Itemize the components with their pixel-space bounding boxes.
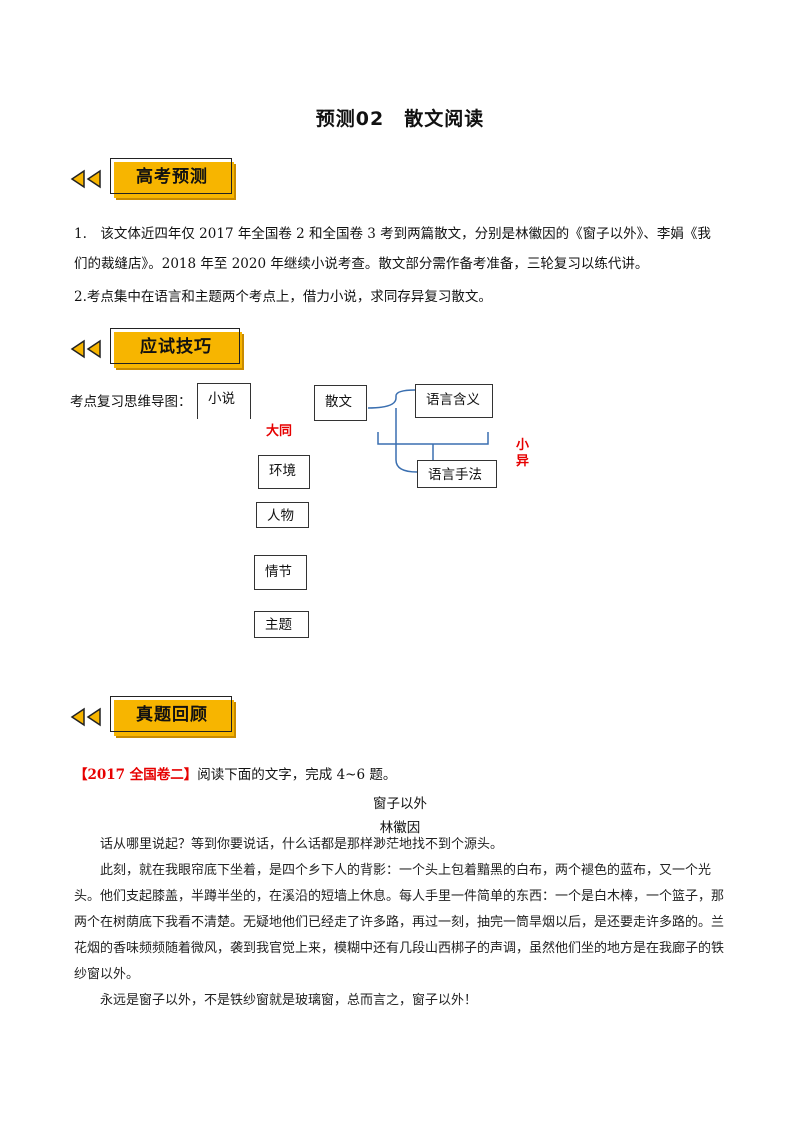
node-language-meaning: 语言含义 xyxy=(415,384,493,418)
label-big-same: 大同 xyxy=(266,424,293,439)
forecast-paragraph-2: 2.考点集中在语言和主题两个考点上，借力小说，求同存异复习散文。 xyxy=(74,289,492,305)
header-frame xyxy=(110,158,232,194)
review-instruction: 阅读下面的文字，完成 4~6 题。 xyxy=(197,767,397,783)
essay-paragraph: 永远是窗子以外，不是铁纱窗就是玻璃窗，总而言之，窗子以外！ xyxy=(100,993,478,1008)
mindmap-connectors xyxy=(367,389,489,473)
header-frame xyxy=(110,328,240,364)
node-environment: 环境 xyxy=(258,455,310,489)
review-intro: 【2017 全国卷二】阅读下面的文字，完成 4~6 题。 xyxy=(74,763,396,783)
forecast-paragraph-1: 1. 该文体近四年仅 2017 年全国卷 2 和全国卷 3 考到两篇散文，分别是… xyxy=(74,224,734,274)
forecast-line: 1. 该文体近四年仅 2017 年全国卷 2 和全国卷 3 考到两篇散文，分别是… xyxy=(74,226,711,242)
double-left-arrow-icon xyxy=(70,169,101,189)
forecast-line: 们的裁缝店》。2018 年至 2020 年继续小说考查。散文部分需作备考准备，三… xyxy=(74,256,649,272)
header-accent-bar xyxy=(114,162,234,198)
double-left-arrow-icon xyxy=(70,707,101,727)
node-character: 人物 xyxy=(256,502,309,528)
page-title: 预测02 散文阅读 xyxy=(315,108,485,130)
mindmap-intro: 考点复习思维导图： xyxy=(70,394,192,410)
header-accent-bar xyxy=(114,332,242,368)
node-theme: 主题 xyxy=(254,611,309,638)
node-plot: 情节 xyxy=(254,555,307,590)
node-prose: 散文 xyxy=(314,385,367,421)
double-left-arrow-icon xyxy=(70,339,101,359)
header-frame xyxy=(110,696,232,732)
label-small-diff: 小异 xyxy=(516,438,530,469)
section-title: 真题回顾 xyxy=(136,705,208,725)
node-novel: 小说 xyxy=(197,383,251,419)
essay-body: 话从哪里说起？等到你要说话，什么话都是那样渺茫地找不到个源头。 此刻，就在我眼帘… xyxy=(74,832,734,1014)
section-title: 高考预测 xyxy=(136,167,208,187)
node-language-technique: 语言手法 xyxy=(417,460,497,488)
essay-title: 窗子以外 xyxy=(373,796,427,812)
essay-author: 林徽因 xyxy=(379,820,421,836)
section-title: 应试技巧 xyxy=(140,337,212,357)
exam-source-tag: 【2017 全国卷二】 xyxy=(74,767,198,783)
header-accent-bar xyxy=(114,700,234,736)
essay-paragraph: 话从哪里说起？等到你要说话，什么话都是那样渺茫地找不到个源头。 xyxy=(100,837,504,852)
essay-paragraph: 此刻，就在我眼帘底下坐着，是四个乡下人的背影：一个头上包着黯黑的白布，两个褪色的… xyxy=(74,863,725,982)
